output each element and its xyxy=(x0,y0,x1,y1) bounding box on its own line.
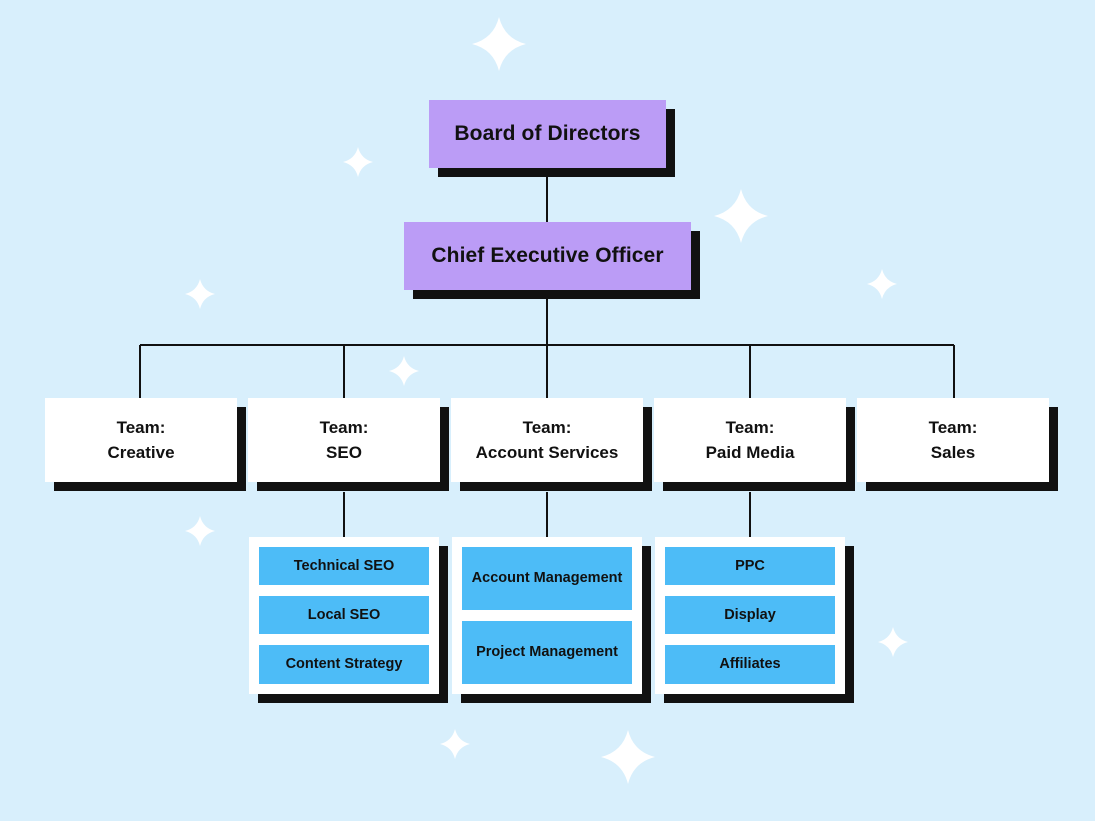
team-account-services-prefix: Team: xyxy=(522,418,572,437)
team-account-services-name: Account Services xyxy=(475,443,619,462)
account-unit-project-management: Project Management xyxy=(462,621,632,684)
seo-unit-content-strategy: Content Strategy xyxy=(259,645,429,684)
ceo-label: Chief Executive Officer xyxy=(431,244,664,267)
sparkle-icon xyxy=(185,516,215,546)
sparkle-icon xyxy=(343,147,373,177)
team-sales-prefix: Team: xyxy=(928,418,978,437)
sparkle-icon xyxy=(601,730,655,784)
team-paid-media-box: Team: Paid Media xyxy=(654,398,846,482)
team-creative-box: Team: Creative xyxy=(45,398,237,482)
sparkle-icon xyxy=(867,269,897,299)
paid-media-unit-ppc: PPC xyxy=(665,547,835,585)
board-of-directors-box: Board of Directors xyxy=(429,100,666,168)
team-seo-box: Team: SEO xyxy=(248,398,440,482)
account-unit-account-management: Account Management xyxy=(462,547,632,610)
team-creative-prefix: Team: xyxy=(116,418,166,437)
paid-media-unit-affiliates: Affiliates xyxy=(665,645,835,684)
board-of-directors-label: Board of Directors xyxy=(454,122,641,145)
team-paid-media-name: Paid Media xyxy=(705,443,795,462)
account-units-group: Account Management Project Management xyxy=(452,537,642,694)
seo-unit-local-seo: Local SEO xyxy=(259,596,429,634)
sparkle-icon xyxy=(185,279,215,309)
team-creative-name: Creative xyxy=(107,443,175,462)
paid-media-units-group: PPC Display Affiliates xyxy=(655,537,845,694)
seo-units-group: Technical SEO Local SEO Content Strategy xyxy=(249,537,439,694)
team-account-services-box: Team: Account Services xyxy=(451,398,643,482)
team-seo-prefix: Team: xyxy=(319,418,369,437)
team-sales-name: Sales xyxy=(930,443,976,462)
team-paid-media-prefix: Team: xyxy=(725,418,775,437)
sparkle-icon xyxy=(389,356,419,386)
seo-unit-technical-seo: Technical SEO xyxy=(259,547,429,585)
ceo-box: Chief Executive Officer xyxy=(404,222,691,290)
paid-media-unit-display: Display xyxy=(665,596,835,634)
sparkle-icon xyxy=(440,729,470,759)
team-sales-box: Team: Sales xyxy=(857,398,1049,482)
sparkle-icon xyxy=(472,17,526,71)
sparkle-icon xyxy=(714,189,768,243)
team-seo-name: SEO xyxy=(326,443,362,462)
sparkle-icon xyxy=(878,627,908,657)
